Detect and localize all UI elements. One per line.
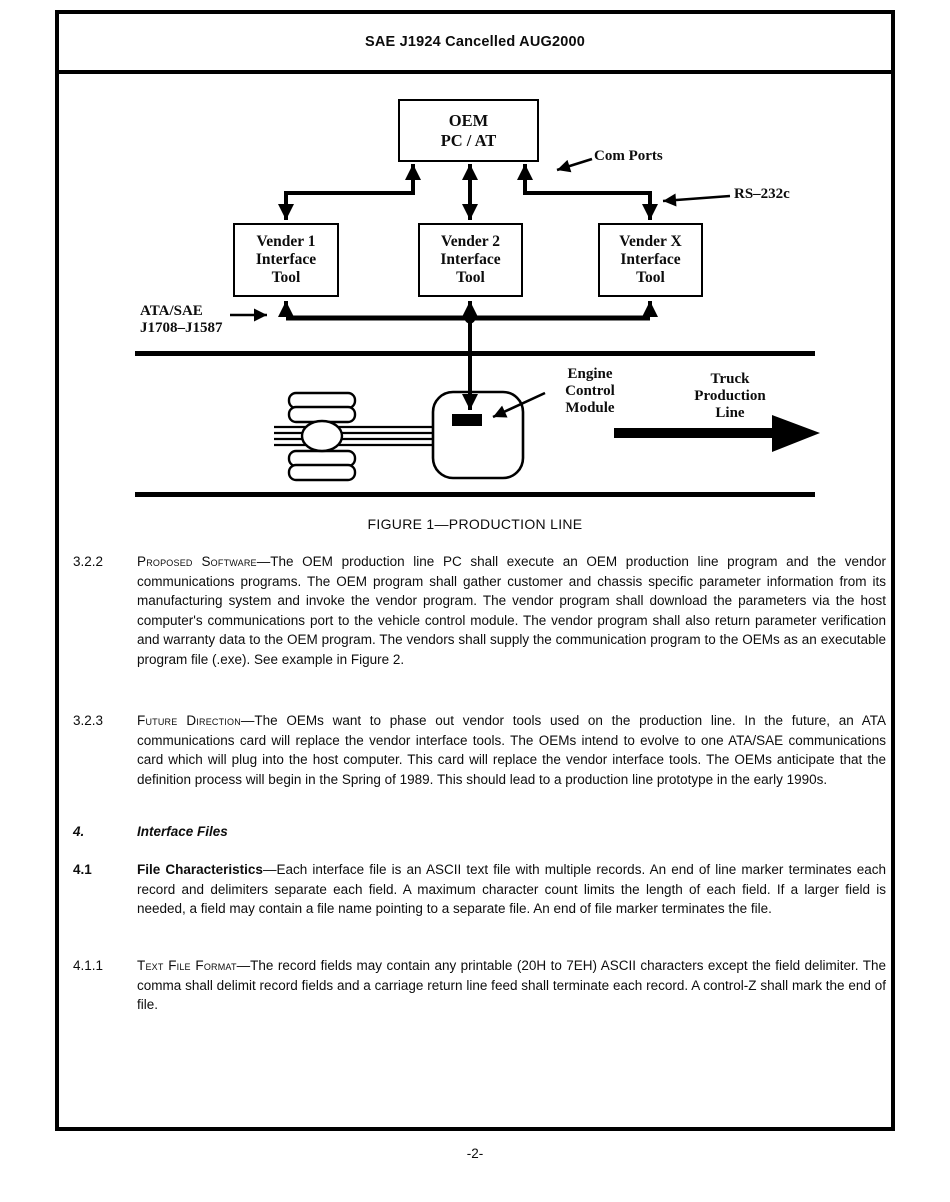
- section-3-2-2: 3.2.2 Proposed Software—The OEM producti…: [73, 552, 886, 669]
- ata-sae-label-line1: ATA/SAE: [140, 303, 203, 319]
- section-3-2-3: 3.2.3 Future Direction—The OEMs want to …: [73, 711, 886, 789]
- vendorx-interface: Interface: [620, 251, 681, 268]
- vendor1-interface: Interface: [255, 251, 317, 268]
- vendor1-name: Vender 1: [256, 233, 316, 250]
- page-number: -2-: [466, 1146, 484, 1161]
- diagram-box-oem-pc: OEM PC / AT: [398, 99, 539, 162]
- page-border: SAE J1924 Cancelled AUG2000: [55, 10, 895, 1131]
- truck-wheel: [287, 391, 357, 410]
- truck-label-line1: Truck: [710, 371, 750, 387]
- ata-sae-label-line2: J1708–J1587: [140, 320, 223, 336]
- ecm-label-line1: Engine: [567, 366, 613, 382]
- section-number: 4.1.1: [73, 958, 104, 973]
- section-body-text: —The record fields may contain any print…: [137, 958, 886, 1012]
- ata-sae-bus-label: ATA/SAE J1708–J1587: [140, 303, 223, 337]
- vendor2-tool: Tool: [456, 269, 485, 286]
- diagram-box-vendor1: Vender 1 Interface Tool: [233, 223, 339, 297]
- section-heading-text: Interface Files: [73, 822, 886, 842]
- oem-vendor1-connector: [278, 164, 421, 220]
- rs232c-label: RS–232c: [734, 186, 790, 202]
- oem-box-line1: OEM: [448, 110, 489, 130]
- truck-wheel: [287, 463, 357, 482]
- section-lead: Future Direction: [137, 713, 241, 728]
- section-body-text: —The OEM production line PC shall execut…: [137, 554, 886, 667]
- vendorx-tool: Tool: [636, 269, 665, 286]
- section-4-1-1: 4.1.1 Text File Format—The record fields…: [73, 956, 886, 1015]
- com-ports-label: Com Ports: [594, 148, 663, 164]
- section-lead: Text File Format: [137, 958, 237, 973]
- section-paragraph: Future Direction—The OEMs want to phase …: [73, 711, 886, 789]
- truck-axle-housing: [300, 419, 344, 453]
- diagram-box-vendorx: Vender X Interface Tool: [598, 223, 703, 297]
- oem-box-line2: PC / AT: [440, 130, 497, 150]
- section-body-text: —Each interface file is an ASCII text fi…: [137, 862, 886, 916]
- ecm-label-line2: Control: [565, 383, 615, 399]
- section-4-heading: 4. Interface Files: [73, 822, 886, 842]
- vendor2-interface: Interface: [440, 251, 501, 268]
- section-number: 3.2.2: [73, 554, 104, 569]
- section-lead: Interface Files: [137, 824, 228, 839]
- section-lead: File Characteristics: [137, 862, 263, 877]
- com-ports-callout-arrow: [556, 157, 593, 173]
- truck-wheel: [287, 405, 357, 424]
- section-paragraph: File Characteristics—Each interface file…: [73, 860, 886, 919]
- section-4-1: 4.1 File Characteristics—Each interface …: [73, 860, 886, 919]
- page-header: SAE J1924 Cancelled AUG2000: [59, 14, 891, 74]
- production-line-bottom-rule: [135, 492, 815, 497]
- vendor2-name: Vender 2: [441, 233, 500, 250]
- section-lead: Proposed Software: [137, 554, 257, 569]
- section-number: 3.2.3: [73, 713, 104, 728]
- vendorx-name: Vender X: [619, 233, 682, 250]
- production-line-top-rule: [135, 351, 815, 356]
- oem-vendorx-connector: [517, 164, 658, 220]
- vendor1-tool: Tool: [271, 269, 301, 286]
- rs232-callout-arrow: [662, 193, 731, 207]
- section-paragraph: Proposed Software—The OEM production lin…: [73, 552, 886, 669]
- engine-control-module-label: Engine Control Module: [550, 366, 630, 417]
- section-paragraph: Text File Format—The record fields may c…: [73, 956, 886, 1015]
- section-number: 4.: [73, 824, 85, 839]
- diagram-box-vendor2: Vender 2 Interface Tool: [418, 223, 523, 297]
- section-number: 4.1: [73, 862, 92, 877]
- ecm-label-line3: Module: [565, 400, 615, 416]
- truck-cab: [431, 390, 525, 480]
- engine-control-module-block: [452, 414, 482, 426]
- truck-label-line3: Line: [715, 405, 745, 421]
- figure1-caption: FIGURE 1—PRODUCTION LINE: [367, 516, 583, 532]
- truck-label-line2: Production: [694, 388, 766, 404]
- truck-production-line-label: Truck Production Line: [678, 371, 782, 422]
- ecm-callout-arrow: [492, 391, 546, 419]
- document-title: SAE J1924 Cancelled AUG2000: [364, 34, 586, 50]
- truck-wheel: [287, 449, 357, 468]
- truck-drawing: [274, 390, 525, 482]
- truck-production-arrow: [614, 415, 820, 452]
- section-body-text: —The OEMs want to phase out vendor tools…: [137, 713, 886, 787]
